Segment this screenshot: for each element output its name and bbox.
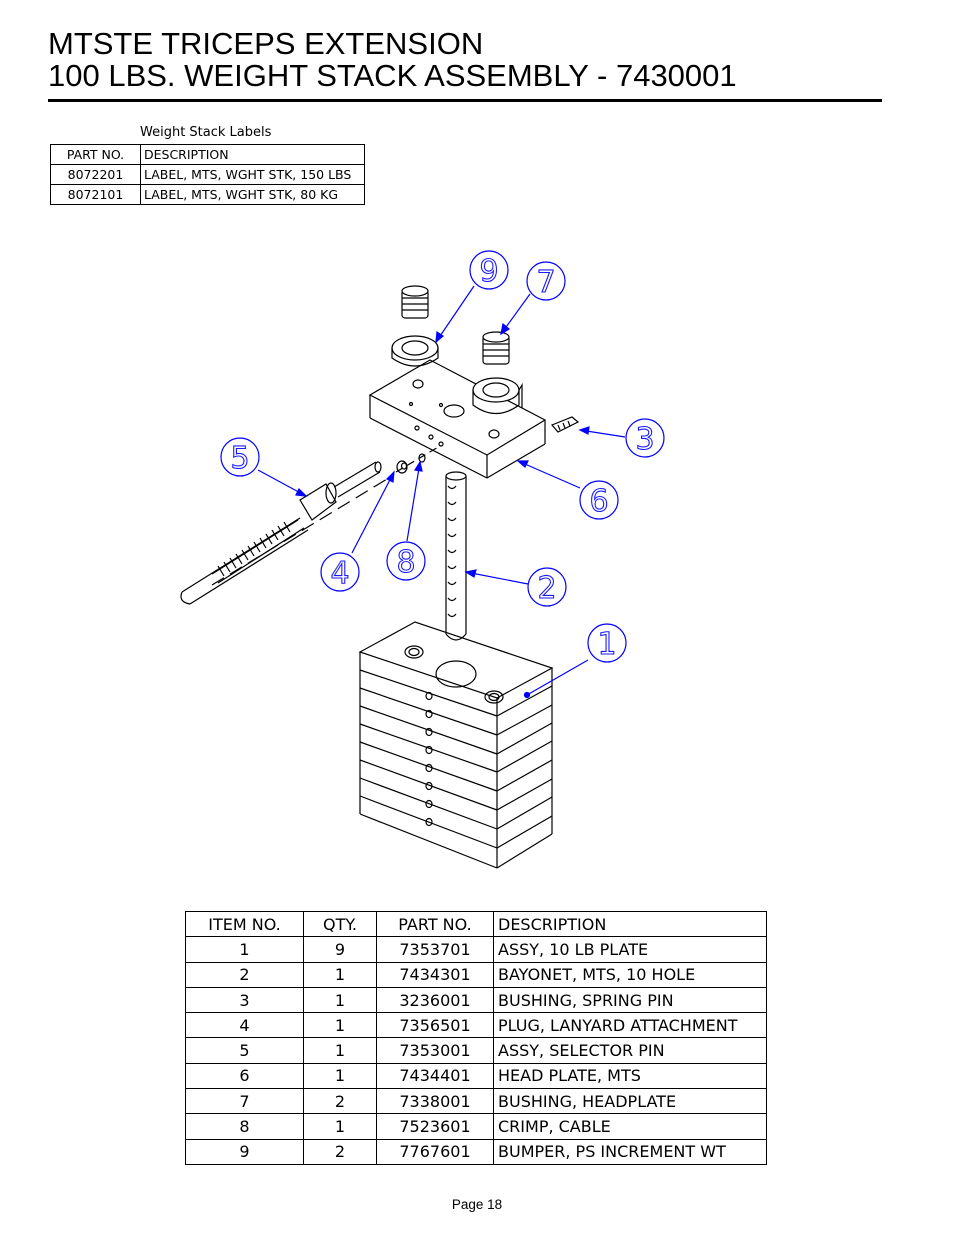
weight-stack-labels-table: PART NO. DESCRIPTION 8072201 LABEL, MTS,… <box>50 144 365 205</box>
column-header: QTY. <box>303 910 377 938</box>
table-row: 4 1 7356501 PLUG, LANYARD ATTACHMENT <box>185 1012 767 1039</box>
drawing-linework <box>180 285 580 869</box>
title-line-1: MTSTE TRICEPS EXTENSION <box>48 26 484 61</box>
balloon-1: 1 <box>587 623 627 663</box>
table-row: 7 2 7338001 BUSHING, HEADPLATE <box>185 1088 767 1115</box>
balloons: 9 7 3 5 6 4 8 2 <box>220 250 665 663</box>
description-cell: HEAD PLATE, MTS <box>493 1062 767 1090</box>
part-no-cell: 7353701 <box>376 936 494 963</box>
part-no-cell: 7434301 <box>376 961 494 988</box>
bushing-right <box>472 377 523 415</box>
svg-text:7: 7 <box>536 265 555 300</box>
balloon-6: 6 <box>579 480 619 520</box>
part-no-cell: 7767601 <box>376 1138 494 1165</box>
part-no-cell: 7338001 <box>376 1088 494 1115</box>
qty-cell: 1 <box>303 1037 377 1064</box>
part-no-cell: 8072101 <box>50 184 141 205</box>
balloon-9: 9 <box>469 250 509 290</box>
item-cell: 3 <box>185 986 304 1014</box>
table-row: 2 1 7434301 BAYONET, MTS, 10 HOLE <box>185 961 767 988</box>
part-no-cell: 7434401 <box>376 1062 494 1090</box>
balloon-2: 2 <box>527 567 567 607</box>
balloon-5: 5 <box>220 437 260 477</box>
head-plate <box>368 359 547 479</box>
part-no-cell: 7356501 <box>376 1012 494 1039</box>
part-no-cell: 3236001 <box>376 986 494 1014</box>
table-header-row: ITEM NO. QTY. PART NO. DESCRIPTION <box>185 910 767 938</box>
table-row: 3 1 3236001 BUSHING, SPRING PIN <box>185 986 767 1014</box>
balloon-7: 7 <box>526 261 566 301</box>
balloon-4: 4 <box>320 552 360 592</box>
part-no-cell: 7353001 <box>376 1037 494 1064</box>
description-cell: BUSHING, HEADPLATE <box>493 1088 767 1115</box>
title-rule <box>48 99 882 102</box>
column-header: DESCRIPTION <box>493 910 767 938</box>
svg-text:3: 3 <box>635 422 654 457</box>
svg-text:4: 4 <box>330 556 349 591</box>
plug-and-crimp <box>395 445 441 474</box>
part-no-cell: 7523601 <box>376 1113 494 1140</box>
qty-cell: 1 <box>303 961 377 988</box>
table-row: 6 1 7434401 HEAD PLATE, MTS <box>185 1062 767 1090</box>
column-header: PART NO. <box>50 144 141 165</box>
qty-cell: 1 <box>303 1062 377 1090</box>
qty-cell: 1 <box>303 1113 377 1140</box>
table-row: 1 9 7353701 ASSY, 10 LB PLATE <box>185 936 767 963</box>
page-number: Page 18 <box>451 1197 503 1212</box>
svg-text:1: 1 <box>597 627 616 662</box>
column-header: ITEM NO. <box>185 910 304 938</box>
balloon-8: 8 <box>386 541 426 581</box>
svg-text:2: 2 <box>537 571 556 606</box>
qty-cell: 9 <box>303 936 377 963</box>
bumper-right <box>482 331 510 365</box>
spring-pin <box>550 416 580 433</box>
title-line-2: 100 LBS. WEIGHT STACK ASSEMBLY - 7430001 <box>48 58 737 93</box>
bushing-left <box>391 335 439 367</box>
qty-cell: 2 <box>303 1088 377 1115</box>
svg-text:9: 9 <box>479 254 498 289</box>
description-cell: BUMPER, PS INCREMENT WT <box>493 1138 767 1165</box>
bumper-left <box>401 285 429 319</box>
parts-list-table: ITEM NO. QTY. PART NO. DESCRIPTION 1 9 7… <box>185 910 767 1165</box>
table-row: 5 1 7353001 ASSY, SELECTOR PIN <box>185 1037 767 1064</box>
svg-text:6: 6 <box>589 484 608 519</box>
description-cell: ASSY, SELECTOR PIN <box>493 1037 767 1064</box>
svg-text:8: 8 <box>396 545 415 580</box>
qty-cell: 2 <box>303 1138 377 1165</box>
item-cell: 5 <box>185 1037 304 1064</box>
table-row: 8 1 7523601 CRIMP, CABLE <box>185 1113 767 1140</box>
item-cell: 2 <box>185 961 304 988</box>
item-cell: 7 <box>185 1088 304 1115</box>
table-row: 9 2 7767601 BUMPER, PS INCREMENT WT <box>185 1138 767 1165</box>
item-cell: 6 <box>185 1062 304 1090</box>
table-row: 8072101 LABEL, MTS, WGHT STK, 80 KG <box>50 184 365 205</box>
item-cell: 9 <box>185 1138 304 1165</box>
weight-stack <box>358 621 554 869</box>
balloon-3: 3 <box>625 418 665 458</box>
description-cell: ASSY, 10 LB PLATE <box>493 936 767 963</box>
qty-cell: 1 <box>303 1012 377 1039</box>
page-title: MTSTE TRICEPS EXTENSION 100 LBS. WEIGHT … <box>48 28 737 92</box>
selector-pin <box>180 461 393 605</box>
weight-stack-labels-caption: Weight Stack Labels <box>140 125 272 140</box>
qty-cell: 1 <box>303 986 377 1014</box>
description-cell: BAYONET, MTS, 10 HOLE <box>493 961 767 988</box>
description-cell: PLUG, LANYARD ATTACHMENT <box>493 1012 767 1039</box>
description-cell: LABEL, MTS, WGHT STK, 80 KG <box>140 184 365 205</box>
column-header: PART NO. <box>376 910 494 938</box>
item-cell: 8 <box>185 1113 304 1140</box>
description-cell: BUSHING, SPRING PIN <box>493 986 767 1014</box>
bayonet-rod <box>445 471 467 641</box>
item-cell: 1 <box>185 936 304 963</box>
balloon-leaders <box>257 285 626 699</box>
svg-text:5: 5 <box>230 441 249 476</box>
item-cell: 4 <box>185 1012 304 1039</box>
description-cell: CRIMP, CABLE <box>493 1113 767 1140</box>
